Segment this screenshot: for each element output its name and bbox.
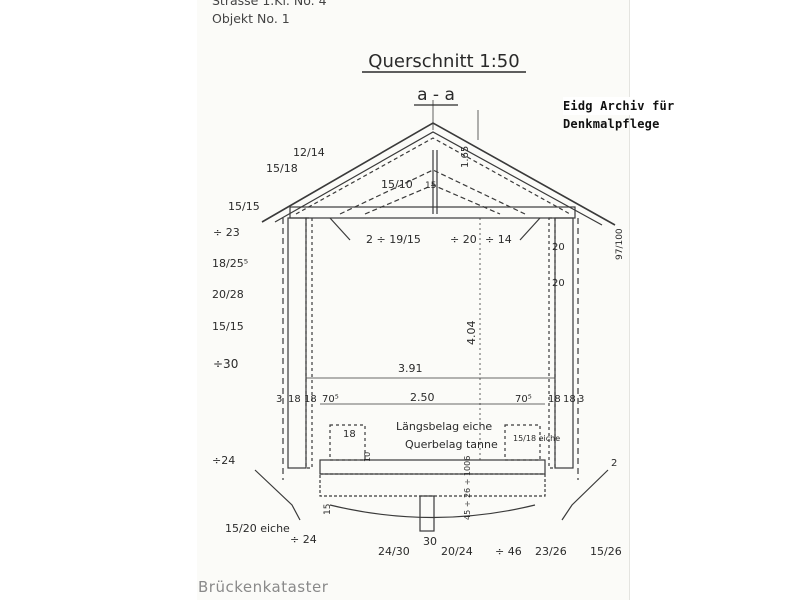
label-right-2: 2: [611, 458, 617, 469]
label-tie-beams: 2 ÷ 19/15: [366, 233, 421, 246]
label-dim-3: 3: [276, 394, 282, 405]
label-div-20: ÷ 20: [450, 233, 477, 246]
label-bottom-5: 15/26: [590, 545, 622, 558]
right-brace: [561, 469, 609, 521]
label-post-spacing: ÷ 23: [213, 226, 240, 239]
dimension-labels: 12/14 15/18 15/15 15/10 15 1.65 ÷ 23 18/…: [212, 146, 625, 558]
deck: [319, 459, 546, 475]
label-deck-long: Längsbelag eiche: [396, 420, 492, 433]
label-post-right: 20: [552, 242, 565, 253]
label-height-top: 1.65: [460, 146, 471, 168]
label-collar: 15/10: [381, 178, 413, 191]
label-div-24b: ÷ 24: [290, 533, 317, 546]
rafter-line: [295, 137, 571, 215]
label-right-side: 97/100: [615, 228, 625, 260]
label-post-right-b: 20: [552, 278, 565, 289]
label-strut: 15/15: [212, 320, 244, 333]
label-dim-18: 18: [288, 394, 301, 405]
label-top-chord: 15/18: [266, 162, 298, 175]
left-post: [287, 217, 307, 469]
section-label: a - a: [417, 85, 455, 105]
label-rafter: 12/14: [293, 146, 325, 159]
label-brace: 20/28: [212, 288, 244, 301]
label-div-14: ÷ 14: [485, 233, 512, 246]
label-dim-10: 10: [363, 452, 372, 462]
title: Querschnitt 1:50: [368, 51, 519, 72]
label-bottom-3: ÷ 46: [495, 545, 522, 558]
label-deck-cross: Querbelag tanne: [405, 438, 498, 451]
stringers: [319, 473, 546, 497]
label-clear-height: 4.04: [465, 321, 478, 346]
label-king-post: 15: [425, 181, 436, 191]
right-post: [554, 217, 574, 469]
label-dim-3r: 3: [578, 394, 584, 405]
roof-inner: [274, 131, 603, 226]
label-bottom-1: 24/30: [378, 545, 410, 558]
label-post: 18/25⁵: [212, 257, 248, 270]
struts: [339, 169, 526, 215]
label-dim-70r: 70⁵: [515, 394, 532, 405]
title-block: Querschnitt 1:50 a - a: [362, 51, 526, 106]
label-bottom-4: 23/26: [535, 545, 567, 558]
label-dim-18b: 18: [304, 394, 317, 405]
road-number: Strasse 1.Kl. No. 4: [212, 0, 327, 8]
label-stringer: 45 ÷ 26 ÷ 1006: [463, 456, 472, 520]
label-roadway: 2.50: [410, 391, 435, 404]
label-bottom-2: 20/24: [441, 545, 473, 558]
object-number: Objekt No. 1: [212, 11, 290, 26]
label-cross-beam: 15/20 eiche: [225, 522, 290, 535]
label-dim-15: 15: [323, 504, 333, 515]
left-brace: [254, 469, 301, 521]
label-offset-30: ÷30: [213, 357, 238, 371]
archive-caption: Eidg Archiv für Denkmalpflege: [563, 97, 778, 131]
underside: [329, 504, 536, 519]
footer-stamp: Brückenkataster: [198, 578, 329, 596]
label-dim-70: 70⁵: [322, 394, 339, 405]
label-dim-18r2: 18: [563, 394, 576, 405]
label-offset-24: ÷24: [212, 454, 235, 467]
tie-beam: [289, 206, 576, 219]
label-beam-18: 18: [343, 429, 356, 440]
label-dim-30: 30: [423, 535, 437, 548]
label-eave: 15/15: [228, 200, 260, 213]
label-plank: 15/18 eiche: [513, 434, 560, 443]
center-beam: [419, 495, 435, 532]
drawing-sheet: [197, 0, 630, 600]
label-dim-18r: 18: [548, 394, 561, 405]
label-clear-width: 3.91: [398, 362, 423, 375]
